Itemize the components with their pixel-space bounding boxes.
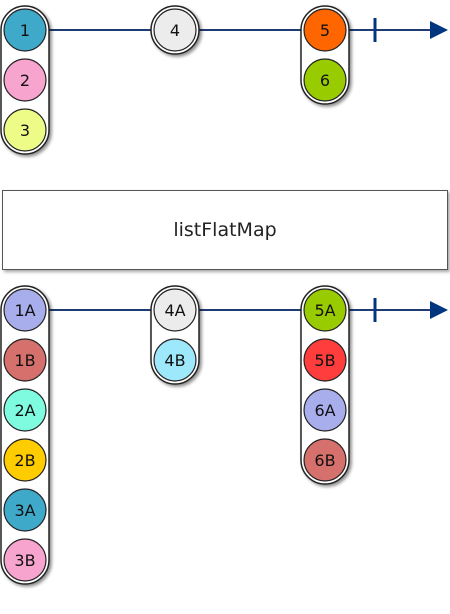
output-arrow-head [430, 301, 448, 319]
marble-2A-circle [3, 388, 47, 432]
marble-5A-circle [303, 288, 347, 332]
marble-1A-label: 1A [14, 301, 35, 320]
marble-3: 3 [3, 108, 47, 152]
output-group-2: 4A 4B [150, 285, 200, 385]
marble-5-label: 5 [320, 21, 330, 40]
marble-2A: 2A [3, 388, 47, 432]
marble-2B: 2B [3, 438, 47, 482]
marble-4B-label: 4B [164, 351, 185, 370]
marble-3A: 3A [3, 488, 47, 532]
marble-3B: 3B [3, 538, 47, 582]
marble-3-circle [3, 108, 47, 152]
input-group-3: 56 [300, 5, 350, 105]
marble-6B-label: 6B [314, 451, 335, 470]
marble-1A: 1A [3, 288, 47, 332]
marble-1B-circle [3, 338, 47, 382]
marble-2B-label: 2B [14, 451, 35, 470]
marble-4-label: 4 [170, 21, 180, 40]
marble-1: 1 [3, 8, 47, 52]
marble-6A: 6A [303, 388, 347, 432]
operator-box: listFlatMap [2, 190, 448, 270]
marble-1-circle [3, 8, 47, 52]
marble-4-circle [153, 8, 197, 52]
marble-6: 6 [303, 58, 347, 102]
marble-6B: 6B [303, 438, 347, 482]
marble-3A-label: 3A [14, 501, 35, 520]
marble-4A: 4A [153, 288, 197, 332]
marble-1B: 1B [3, 338, 47, 382]
marble-6A-label: 6A [314, 401, 335, 420]
marble-3B-circle [3, 538, 47, 582]
marble-2-circle [3, 58, 47, 102]
marble-5A-label: 5A [314, 301, 335, 320]
input-arrow-head [430, 21, 448, 39]
output-group-capsule [300, 285, 350, 485]
marble-4B: 4B [153, 338, 197, 382]
output-stream: 1A 1B 2A 2B 3A 3B 4A 4B 5A 5B 6A 6B [0, 285, 350, 585]
marble-5: 5 [303, 8, 347, 52]
marble-2B-circle [3, 438, 47, 482]
output-group-3: 5A 5B 6A 6B [300, 285, 350, 485]
marble-2: 2 [3, 58, 47, 102]
marble-5B-label: 5B [314, 351, 335, 370]
marble-2-label: 2 [20, 71, 30, 90]
marble-5A: 5A [303, 288, 347, 332]
marble-5-circle [303, 8, 347, 52]
marble-4A-label: 4A [164, 301, 185, 320]
marble-6-circle [303, 58, 347, 102]
marble-6-label: 6 [320, 71, 330, 90]
operator-label: listFlatMap [173, 219, 277, 241]
marble-4A-circle [153, 288, 197, 332]
marble-1B-label: 1B [14, 351, 35, 370]
marble-6A-circle [303, 388, 347, 432]
input-group-2: 4 [150, 5, 200, 55]
marble-6B-circle [303, 438, 347, 482]
output-group-1: 1A 1B 2A 2B 3A 3B [0, 285, 50, 585]
marble-5B: 5B [303, 338, 347, 382]
marble-5B-circle [303, 338, 347, 382]
marble-3B-label: 3B [14, 551, 35, 570]
marble-4B-circle [153, 338, 197, 382]
marble-1-label: 1 [20, 21, 30, 40]
input-group-1: 1 2 3 [0, 5, 50, 155]
marble-4: 4 [153, 8, 197, 52]
marble-1A-circle [3, 288, 47, 332]
marble-2A-label: 2A [14, 401, 35, 420]
marble-3A-circle [3, 488, 47, 532]
marble-3-label: 3 [20, 121, 30, 140]
